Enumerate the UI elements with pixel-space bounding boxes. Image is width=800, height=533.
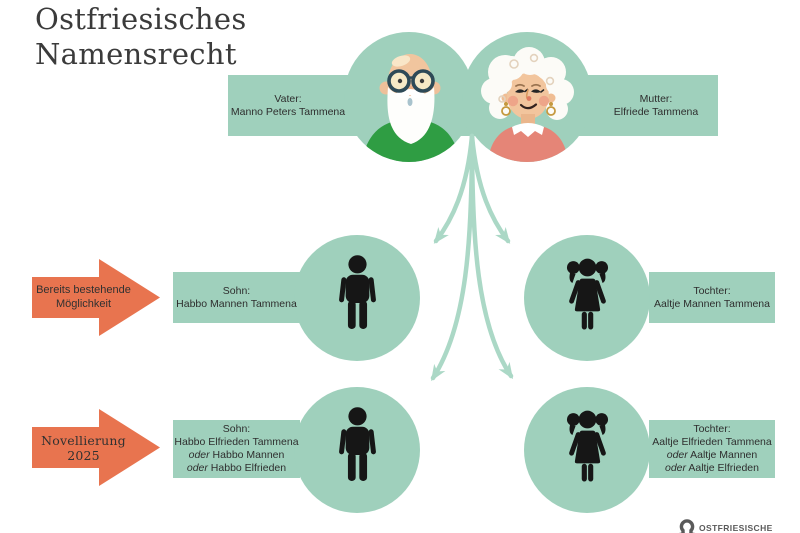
text-line: oder Habbo Mannen bbox=[188, 449, 285, 461]
text-line: Möglichkeit bbox=[55, 297, 112, 310]
text-line: oder Habbo Elfrieden bbox=[186, 462, 287, 474]
text-line: Namensrecht bbox=[35, 37, 237, 71]
footer-logo: OSTFRIESISCHE bbox=[678, 513, 773, 533]
daughter-row1-band bbox=[649, 272, 775, 323]
son-row1-band bbox=[173, 272, 300, 323]
male-pictogram-icon bbox=[338, 407, 376, 481]
logo-text: OSTFRIESISCHE bbox=[699, 523, 773, 533]
male-pictogram-icon bbox=[338, 255, 376, 329]
text-line: Habbo Elfrieden Tammena bbox=[174, 436, 299, 448]
text-line: oder Aaltje Mannen bbox=[666, 449, 758, 461]
father-label-block: Vater: Manno Peters Tammena bbox=[230, 75, 346, 136]
text-line: Bereits bestehende bbox=[36, 284, 131, 296]
son-row1-role-label: Sohn: bbox=[222, 284, 251, 297]
elderly-woman-icon bbox=[481, 47, 574, 162]
daughter-row1-label-block: Tochter: Aaltje Mannen Tammena bbox=[649, 272, 775, 323]
daughter-row2-band bbox=[649, 420, 775, 478]
father-name: Manno Peters Tammena bbox=[230, 105, 346, 118]
son-row1-circle bbox=[294, 235, 420, 361]
arrow-to-son-row2 bbox=[430, 133, 475, 382]
female-pictogram-icon bbox=[566, 258, 608, 329]
arrow-to-daughter-row2 bbox=[469, 133, 514, 380]
mother-name: Elfriede Tammena bbox=[613, 105, 699, 118]
ostfriesische-landschaft-logo-icon bbox=[679, 519, 695, 533]
father-role-label: Vater: bbox=[274, 92, 302, 105]
text-line: Aaltje Elfrieden Tammena bbox=[652, 436, 772, 448]
son-row1-names: Habbo Mannen Tammena bbox=[173, 298, 300, 311]
text-line: 2025 bbox=[67, 447, 100, 463]
son-row2-role-label: Sohn: bbox=[222, 423, 251, 435]
son-row2-circle bbox=[294, 387, 420, 513]
daughter-row2-role-label: Tochter: bbox=[693, 423, 731, 435]
female-pictogram-icon bbox=[566, 410, 608, 481]
mother-label-block: Mutter: Elfriede Tammena bbox=[594, 75, 718, 136]
text-line: Habbo Mannen Tammena bbox=[176, 297, 297, 310]
daughter-row2-circle bbox=[524, 387, 650, 513]
text-line: Ostfriesisches bbox=[35, 2, 247, 36]
daughter-row1-circle bbox=[524, 235, 650, 361]
father-avatar-circle bbox=[344, 32, 474, 162]
daughter-row1-role-label: Tochter: bbox=[693, 284, 731, 297]
text-line: Aaltje Mannen Tammena bbox=[654, 297, 770, 310]
mother-role-label: Mutter: bbox=[639, 92, 673, 105]
right-arrow-icon bbox=[32, 409, 160, 486]
daughter-row1-names: Aaltje Mannen Tammena bbox=[649, 298, 775, 311]
text-line: Novellierung bbox=[41, 432, 126, 448]
son-row1-label-block: Sohn: Habbo Mannen Tammena bbox=[173, 272, 300, 323]
mother-avatar-circle bbox=[462, 32, 592, 162]
right-arrow-icon bbox=[32, 259, 160, 336]
text-line: oder Aaltje Elfrieden bbox=[665, 462, 759, 474]
son-row2-band bbox=[173, 420, 300, 478]
elderly-man-icon bbox=[362, 54, 460, 162]
